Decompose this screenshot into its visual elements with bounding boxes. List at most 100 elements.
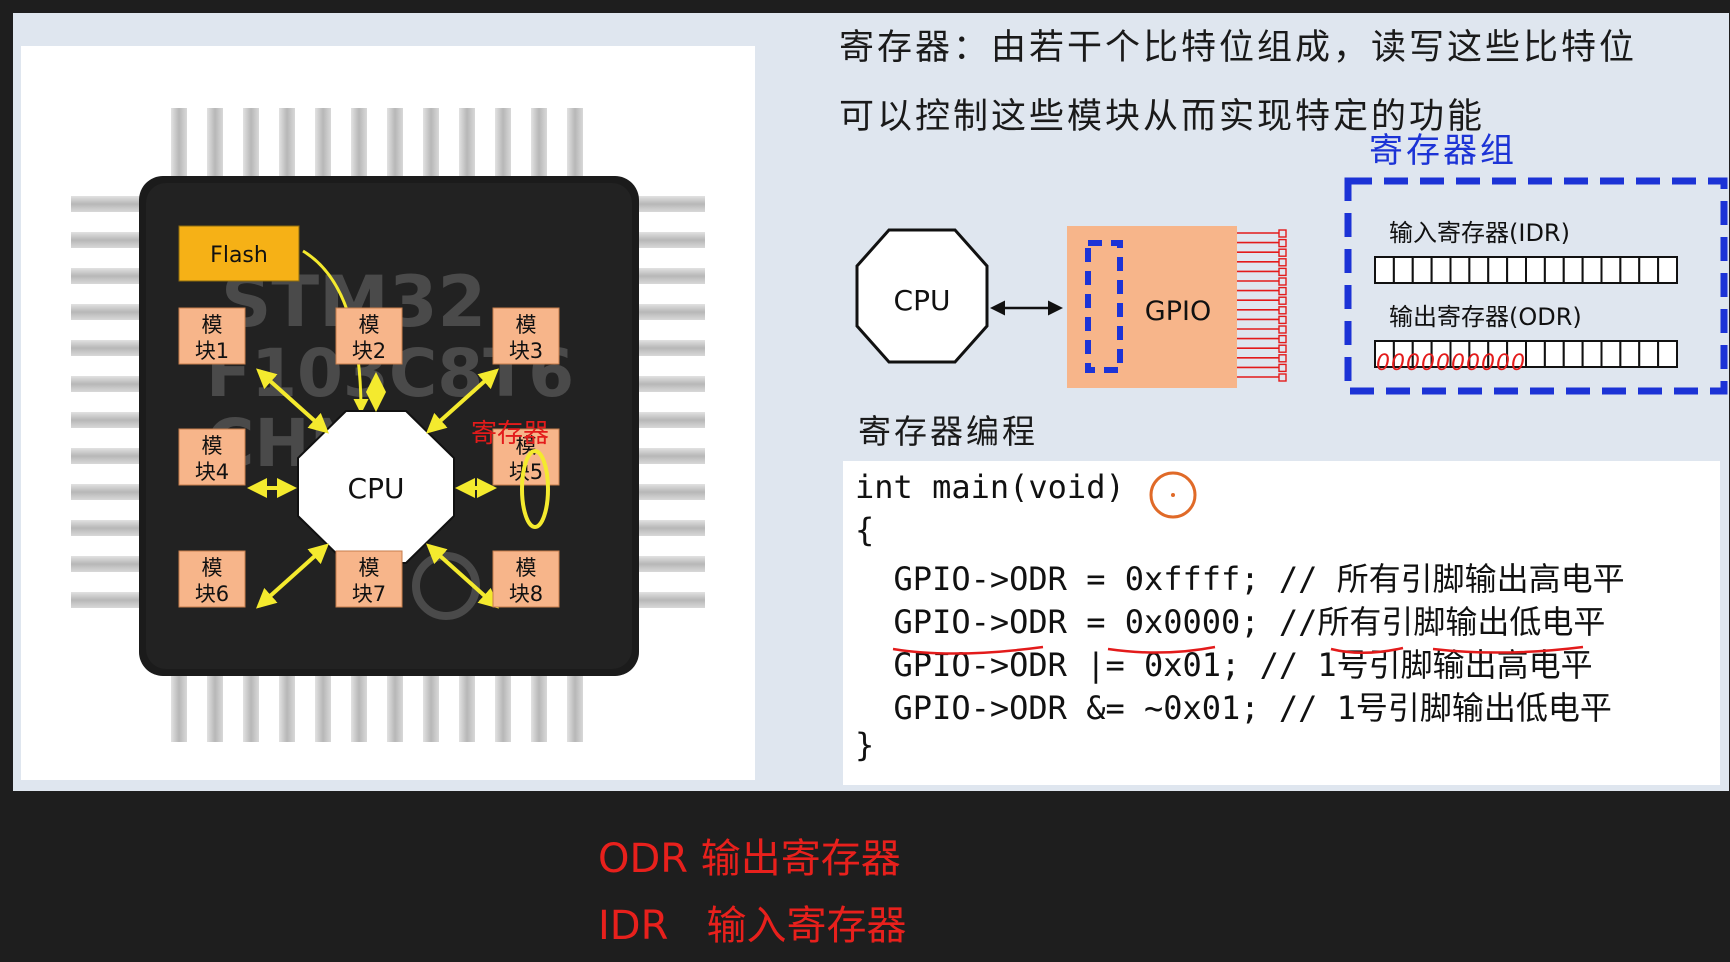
cpu-octagon — [855, 228, 989, 364]
register-bit — [1449, 256, 1471, 284]
odr-label: 输出寄存器(ODR) — [1389, 303, 1582, 331]
underline-gpio-odr — [892, 645, 1044, 655]
chip-pin — [243, 674, 259, 742]
arrow-module3 — [426, 368, 499, 434]
module-7: 模块7 — [335, 550, 403, 608]
underline-output-low — [1432, 645, 1584, 654]
chip-pin — [637, 592, 705, 608]
chip-cpu-label: CPU — [348, 472, 405, 505]
code-line-1: int main(void) — [855, 468, 1125, 506]
register-bit — [1468, 256, 1490, 284]
chip-pin — [637, 340, 705, 356]
module-8: 模块8 — [492, 550, 560, 608]
chip-pin — [637, 484, 705, 500]
stm32-chip-diagram: STM32 F103C8T6 CHN Flash CPU — [71, 108, 705, 742]
arrow-module8 — [426, 543, 499, 609]
register-bit — [1543, 256, 1565, 284]
register-group-title: 寄存器组 — [1369, 131, 1517, 171]
chip-pin — [423, 674, 439, 742]
chip-pin — [637, 196, 705, 212]
register-bit — [1562, 340, 1584, 368]
code-annotations — [892, 471, 1584, 655]
register-bit — [1562, 256, 1584, 284]
register-bit — [1581, 256, 1603, 284]
register-bit — [1411, 256, 1433, 284]
chip-pin — [171, 674, 187, 742]
chip-pin — [171, 108, 187, 178]
register-bit — [1392, 256, 1414, 284]
cpu-label: CPU — [894, 284, 951, 317]
module-label-top: 模 — [202, 313, 223, 337]
register-group: 输入寄存器(IDR) 输出寄存器(ODR) 0000000000 — [1344, 177, 1728, 395]
register-bit — [1619, 340, 1641, 368]
chip-pin — [637, 520, 705, 536]
code-box: int main(void) { GPIO->ODR = 0xffff; // … — [843, 461, 1720, 785]
chip-pin — [279, 674, 295, 742]
flash-block — [178, 225, 300, 282]
flash-label: Flash — [210, 243, 268, 268]
register-bit — [1506, 256, 1527, 284]
code-line-7: } — [855, 726, 875, 764]
chip-pin — [71, 268, 141, 284]
code-line-6: GPIO->ODR &= ~0x01; // 1号引脚输出低电平 — [855, 689, 1612, 727]
chip-pin — [71, 376, 141, 392]
arrow-module6 — [256, 543, 329, 609]
register-group-border — [1344, 177, 1728, 395]
chip-pin — [637, 448, 705, 464]
cpu-gpio-diagram: CPU GPIO — [855, 226, 1287, 388]
gpio-pins — [1237, 229, 1287, 382]
register-bit — [1638, 256, 1660, 284]
gpio-register-mark — [1085, 240, 1123, 373]
slide: STM32 F103C8T6 CHN Flash CPU — [13, 13, 1729, 791]
module-label-top: 模 — [359, 556, 380, 580]
chip-pin — [315, 108, 331, 178]
chip-pin — [351, 108, 367, 178]
module-label-top: 模 — [516, 556, 537, 580]
chip-pin — [71, 592, 141, 608]
chip-pin — [71, 340, 141, 356]
module-label-bottom: 块3 — [509, 339, 543, 363]
chip-pin — [71, 412, 141, 428]
module-3: 模块3 — [492, 307, 560, 365]
chip-pin — [71, 520, 141, 536]
module-1: 模块1 — [178, 307, 246, 365]
chip-pin — [459, 674, 475, 742]
chip-pin — [637, 232, 705, 248]
chip-image-panel: STM32 F103C8T6 CHN Flash CPU — [21, 46, 755, 780]
chip-pin — [71, 484, 141, 500]
register-bit — [1657, 256, 1678, 284]
odr-handwritten-bits: 0000000000 — [1376, 351, 1526, 376]
register-bit — [1525, 340, 1546, 368]
module-label-bottom: 块2 — [352, 339, 386, 363]
chip-pin — [637, 412, 705, 428]
code-line-4: GPIO->ODR = 0x0000; //所有引脚输出低电平 — [855, 603, 1606, 641]
register-bit — [1657, 340, 1678, 368]
register-bit — [1543, 340, 1565, 368]
chip-pin — [351, 674, 367, 742]
chip-pin — [495, 108, 511, 178]
module-label-bottom: 块6 — [195, 582, 229, 606]
chip-pin — [207, 674, 223, 742]
register-bit — [1430, 256, 1452, 284]
chip-pin — [387, 108, 403, 178]
chip-pin — [567, 108, 583, 178]
odr-register-bits — [1374, 340, 1678, 368]
module-label-bottom: 块7 — [352, 582, 386, 606]
chip-cpu-block — [297, 410, 455, 564]
module-4: 模块4 — [178, 428, 246, 486]
chip-pin — [531, 674, 547, 742]
code-line-2: { — [855, 511, 875, 549]
chip-pin — [423, 108, 439, 178]
register-bit — [1600, 256, 1622, 284]
chip-pin — [279, 108, 295, 178]
register-bit — [1581, 340, 1603, 368]
chip-pin — [531, 108, 547, 178]
chip-pin — [315, 674, 331, 742]
chip-pin — [207, 108, 223, 178]
caption-idr: IDR 输入寄存器 — [598, 903, 907, 949]
module-label-bottom: 块1 — [195, 339, 229, 363]
chip-pin — [71, 304, 141, 320]
chip-pin — [637, 556, 705, 572]
chip-pin — [495, 674, 511, 742]
chip-pin — [387, 674, 403, 742]
